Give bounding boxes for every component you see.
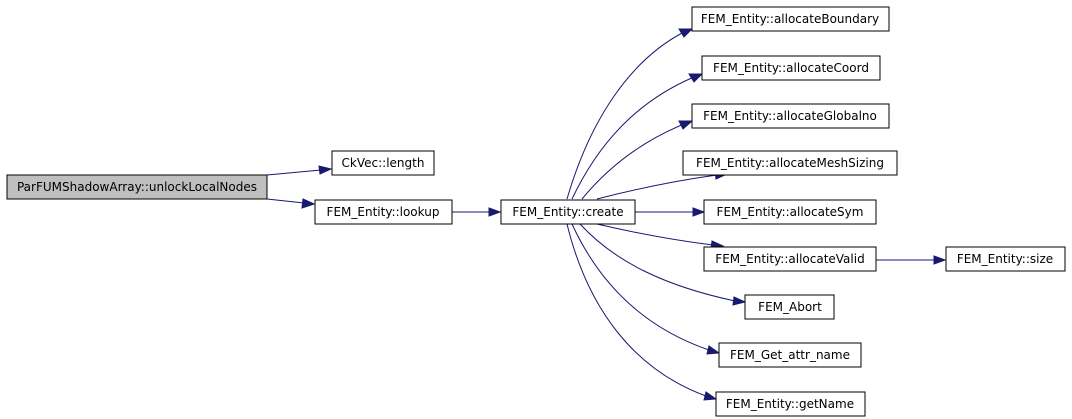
- edge-create-to-get-name: [566, 223, 718, 401]
- node-allocate-sym[interactable]: FEM_Entity::allocateSym: [703, 199, 877, 225]
- node-size[interactable]: FEM_Entity::size: [945, 246, 1066, 272]
- node-unlock-local-nodes[interactable]: ParFUMShadowArray::unlockLocalNodes: [6, 174, 268, 200]
- edge-create-to-allocate-sym: [635, 207, 706, 217]
- node-allocate-globalno[interactable]: FEM_Entity::allocateGlobalno: [691, 103, 890, 129]
- node-allocate-mesh-sizing[interactable]: FEM_Entity::allocateMeshSizing: [682, 150, 898, 176]
- edge-lookup-to-create: [452, 207, 502, 217]
- node-label-lookup: FEM_Entity::lookup: [327, 205, 440, 219]
- edge-create-to-fem-abort: [579, 223, 747, 306]
- edge-create-to-get-attr-name: [571, 223, 721, 355]
- edge-create-to-allocate-globalno: [581, 120, 694, 200]
- node-label-allocate-globalno: FEM_Entity::allocateGlobalno: [703, 109, 877, 123]
- node-label-allocate-valid: FEM_Entity::allocateValid: [715, 252, 864, 266]
- node-label-allocate-mesh-sizing: FEM_Entity::allocateMeshSizing: [696, 156, 884, 170]
- node-allocate-valid[interactable]: FEM_Entity::allocateValid: [703, 246, 877, 272]
- node-get-name[interactable]: FEM_Entity::getName: [715, 391, 866, 417]
- node-get-attr-name[interactable]: FEM_Get_attr_name: [718, 342, 862, 368]
- node-label-ckvec-length: CkVec::length: [342, 156, 425, 170]
- node-create[interactable]: FEM_Entity::create: [500, 199, 636, 225]
- edge-allocate-valid-to-size: [876, 255, 947, 265]
- node-label-get-name: FEM_Entity::getName: [726, 397, 854, 411]
- node-label-allocate-sym: FEM_Entity::allocateSym: [717, 205, 864, 219]
- node-fem-abort[interactable]: FEM_Abort: [744, 294, 835, 320]
- node-lookup[interactable]: FEM_Entity::lookup: [314, 199, 453, 225]
- node-label-allocate-boundary: FEM_Entity::allocateBoundary: [701, 12, 879, 26]
- edge-create-to-allocate-boundary: [566, 28, 694, 200]
- nodes: ParFUMShadowArray::unlockLocalNodes CkVe…: [6, 6, 1066, 417]
- edge-root-to-ckvec-length: [266, 165, 333, 176]
- edges: [266, 28, 947, 401]
- node-label-allocate-coord: FEM_Entity::allocateCoord: [713, 61, 869, 75]
- node-label-get-attr-name: FEM_Get_attr_name: [730, 348, 850, 362]
- node-ckvec-length[interactable]: CkVec::length: [331, 150, 435, 176]
- node-label-unlock-local-nodes: ParFUMShadowArray::unlockLocalNodes: [17, 180, 257, 194]
- edge-root-to-lookup: [266, 198, 316, 209]
- node-allocate-coord[interactable]: FEM_Entity::allocateCoord: [701, 55, 881, 81]
- node-allocate-boundary[interactable]: FEM_Entity::allocateBoundary: [691, 6, 890, 32]
- node-label-size: FEM_Entity::size: [957, 252, 1053, 266]
- edge-create-to-allocate-coord: [571, 73, 704, 200]
- node-label-fem-abort: FEM_Abort: [758, 300, 822, 314]
- edge-create-to-allocate-valid: [596, 223, 725, 250]
- node-label-create: FEM_Entity::create: [512, 205, 623, 219]
